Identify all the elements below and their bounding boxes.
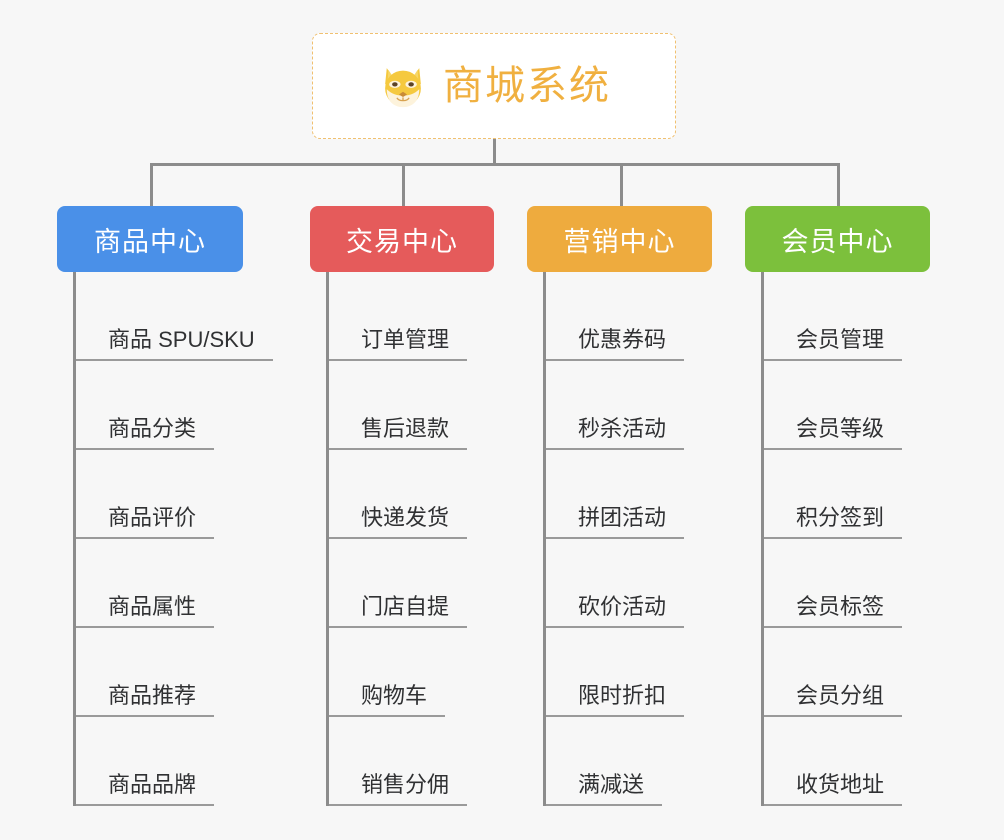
branch-column-member-center: 会员中心会员管理会员等级积分签到会员标签会员分组收货地址 — [745, 206, 945, 806]
leaf-item[interactable]: 销售分佣 — [329, 717, 510, 806]
leaf-item-underline — [546, 626, 684, 628]
leaf-item-underline — [76, 626, 214, 628]
leaf-item[interactable]: 门店自提 — [329, 539, 510, 628]
branch-header-label: 商品中心 — [94, 226, 206, 257]
leaf-item[interactable]: 会员标签 — [764, 539, 945, 628]
branch-header-label: 营销中心 — [563, 226, 676, 257]
leaf-item-underline — [764, 626, 902, 628]
branch-header-trade-center[interactable]: 交易中心 — [310, 206, 494, 272]
branch-header-product-center[interactable]: 商品中心 — [57, 206, 243, 272]
connector-root-stem — [493, 139, 496, 165]
leaf-item[interactable]: 商品 SPU/SKU — [76, 272, 287, 361]
leaf-item[interactable]: 优惠券码 — [546, 272, 727, 361]
leaf-item-label: 商品评价 — [108, 505, 197, 530]
leaf-item[interactable]: 商品推荐 — [76, 628, 287, 717]
leaf-item-label: 商品属性 — [108, 594, 197, 619]
leaf-item[interactable]: 商品属性 — [76, 539, 287, 628]
leaf-item[interactable]: 砍价活动 — [546, 539, 727, 628]
leaf-item[interactable]: 收货地址 — [764, 717, 945, 806]
leaf-item[interactable]: 会员分组 — [764, 628, 945, 717]
leaf-item[interactable]: 会员管理 — [764, 272, 945, 361]
leaf-item-label: 优惠券码 — [578, 327, 667, 352]
leaf-item-underline — [764, 359, 902, 361]
leaf-item-label: 商品品牌 — [108, 772, 197, 797]
branch-column-marketing-center: 营销中心优惠券码秒杀活动拼团活动砍价活动限时折扣满减送 — [527, 206, 727, 806]
leaf-item-label: 积分签到 — [796, 505, 885, 530]
root-title: 商城系统 — [443, 64, 611, 108]
leaf-item-underline — [76, 804, 214, 806]
connector-horizontal-bar — [150, 163, 840, 166]
root-node-mall-system[interactable]: 商城系统 — [312, 33, 676, 139]
branch-items-trade-center: 订单管理售后退款快递发货门店自提购物车销售分佣 — [326, 272, 510, 806]
connector-drop-trade-center — [402, 163, 405, 206]
leaf-item[interactable]: 满减送 — [546, 717, 727, 806]
connector-drop-member-center — [837, 163, 840, 206]
leaf-item-underline — [76, 448, 214, 450]
leaf-item-label: 商品分类 — [108, 416, 197, 441]
leaf-item-underline — [546, 448, 684, 450]
leaf-item-underline — [764, 537, 902, 539]
leaf-item-label: 商品 SPU/SKU — [108, 327, 255, 352]
connector-drop-product-center — [150, 163, 153, 206]
leaf-item[interactable]: 会员等级 — [764, 361, 945, 450]
leaf-item[interactable]: 秒杀活动 — [546, 361, 727, 450]
leaf-item-underline — [764, 804, 902, 806]
leaf-item-underline — [329, 537, 467, 539]
leaf-item-underline — [76, 715, 214, 717]
leaf-item[interactable]: 限时折扣 — [546, 628, 727, 717]
leaf-item[interactable]: 商品品牌 — [76, 717, 287, 806]
leaf-item-label: 会员管理 — [796, 327, 885, 352]
leaf-item-label: 门店自提 — [361, 594, 450, 619]
branch-header-label: 会员中心 — [781, 226, 894, 257]
branch-header-label: 交易中心 — [346, 226, 458, 257]
branch-items-product-center: 商品 SPU/SKU 商品分类商品评价商品属性商品推荐商品品牌 — [73, 272, 287, 806]
leaf-item-label: 满减送 — [578, 772, 645, 797]
leaf-item-underline — [546, 537, 684, 539]
leaf-item-underline — [546, 804, 662, 806]
leaf-item-underline — [76, 537, 214, 539]
leaf-item-label: 限时折扣 — [578, 683, 667, 708]
leaf-item[interactable]: 商品评价 — [76, 450, 287, 539]
leaf-item-underline — [329, 448, 467, 450]
leaf-item-label: 会员标签 — [796, 594, 885, 619]
shiba-dog-icon — [385, 68, 421, 109]
leaf-item-label: 会员等级 — [796, 416, 885, 441]
leaf-item-underline — [329, 804, 467, 806]
leaf-item[interactable]: 售后退款 — [329, 361, 510, 450]
leaf-item-label: 收货地址 — [796, 772, 885, 797]
leaf-item-label: 秒杀活动 — [578, 416, 667, 441]
leaf-item-label: 商品推荐 — [108, 683, 197, 708]
leaf-item-label: 砍价活动 — [578, 594, 667, 619]
leaf-item-underline — [329, 626, 467, 628]
branch-header-marketing-center[interactable]: 营销中心 — [527, 206, 712, 272]
leaf-item[interactable]: 购物车 — [329, 628, 510, 717]
leaf-item[interactable]: 拼团活动 — [546, 450, 727, 539]
leaf-item-underline — [546, 359, 684, 361]
leaf-item-underline — [329, 359, 467, 361]
leaf-item[interactable]: 快递发货 — [329, 450, 510, 539]
leaf-item[interactable]: 积分签到 — [764, 450, 945, 539]
leaf-item-label: 销售分佣 — [361, 772, 450, 797]
branch-column-trade-center: 交易中心订单管理售后退款快递发货门店自提购物车销售分佣 — [310, 206, 510, 806]
branch-column-product-center: 商品中心商品 SPU/SKU 商品分类商品评价商品属性商品推荐商品品牌 — [57, 206, 287, 806]
leaf-item-label: 购物车 — [361, 683, 428, 708]
leaf-item-label: 拼团活动 — [578, 505, 667, 530]
leaf-item-underline — [764, 715, 902, 717]
branch-header-member-center[interactable]: 会员中心 — [745, 206, 930, 272]
leaf-item[interactable]: 订单管理 — [329, 272, 510, 361]
leaf-item-label: 售后退款 — [361, 416, 450, 441]
branch-items-marketing-center: 优惠券码秒杀活动拼团活动砍价活动限时折扣满减送 — [543, 272, 727, 806]
connector-drop-marketing-center — [620, 163, 623, 206]
leaf-item-underline — [329, 715, 445, 717]
branch-items-member-center: 会员管理会员等级积分签到会员标签会员分组收货地址 — [761, 272, 945, 806]
leaf-item-underline — [546, 715, 684, 717]
leaf-item-label: 快递发货 — [361, 505, 450, 530]
leaf-item-label: 订单管理 — [361, 327, 450, 352]
leaf-item[interactable]: 商品分类 — [76, 361, 287, 450]
leaf-item-underline — [764, 448, 902, 450]
leaf-item-underline — [76, 359, 273, 361]
leaf-item-label: 会员分组 — [796, 683, 885, 708]
